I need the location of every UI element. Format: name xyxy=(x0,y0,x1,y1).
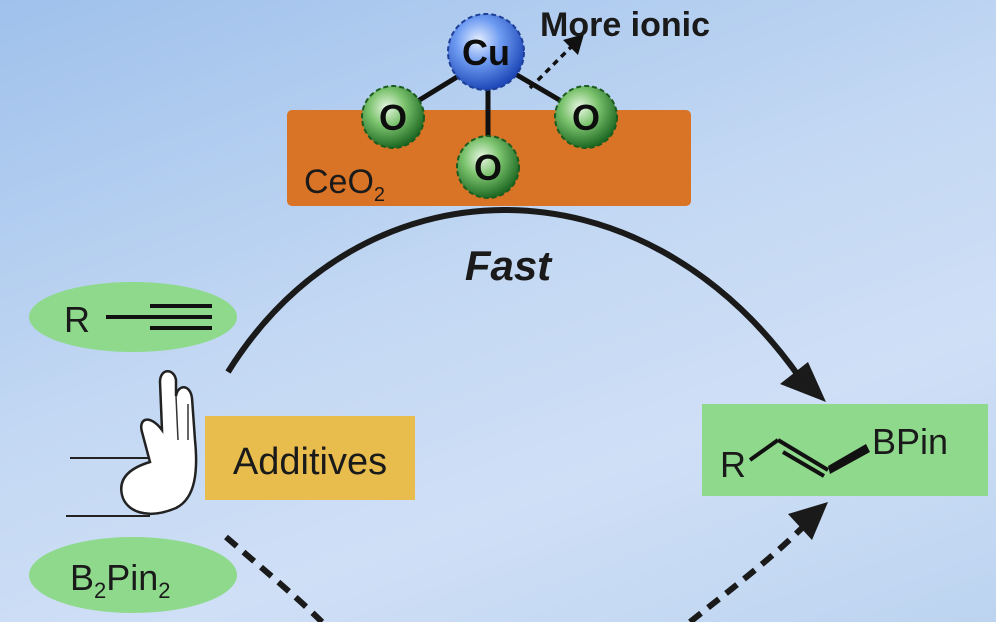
more-ionic-label: More ionic xyxy=(540,6,710,44)
more-ionic-arrowhead xyxy=(563,34,584,55)
fast-label: Fast xyxy=(465,242,553,289)
copper-atom: Cu xyxy=(447,13,525,91)
triple-bond-icon xyxy=(106,304,212,330)
fast-pathway-arrow xyxy=(225,207,803,380)
slow-pathway-arrow-right xyxy=(688,522,808,622)
b2pin2-reactant: B2Pin2 xyxy=(29,537,237,613)
more-ionic-arrow xyxy=(528,42,576,90)
slow-pathway-arrow xyxy=(224,534,325,622)
svg-text:O: O xyxy=(474,147,502,188)
ceo2-label: CeO2 xyxy=(304,163,385,206)
svg-text:O: O xyxy=(572,97,600,138)
oxygen-atom-right: O xyxy=(554,85,618,149)
slow-pathway-arrowhead xyxy=(788,502,828,540)
oxygen-atom-left: O xyxy=(361,85,425,149)
product-box: R BPin xyxy=(702,404,988,496)
alkyne-reactant: R xyxy=(29,282,237,352)
alkyne-r-label: R xyxy=(64,299,90,340)
vinyl-boronate-structure xyxy=(748,438,830,478)
product-bpin-label: BPin xyxy=(872,421,948,462)
additives-label: Additives xyxy=(233,441,387,483)
stop-hand-icon xyxy=(66,370,198,517)
fast-pathway-arrowhead xyxy=(780,362,826,402)
b2pin2-label: B2Pin2 xyxy=(70,557,171,603)
additives-box: Additives xyxy=(205,416,415,500)
svg-text:O: O xyxy=(379,97,407,138)
oxygen-atom-bottom: O xyxy=(456,135,520,199)
wedge-bond xyxy=(828,444,870,474)
product-r-label: R xyxy=(720,444,746,485)
svg-text:Cu: Cu xyxy=(462,32,510,73)
